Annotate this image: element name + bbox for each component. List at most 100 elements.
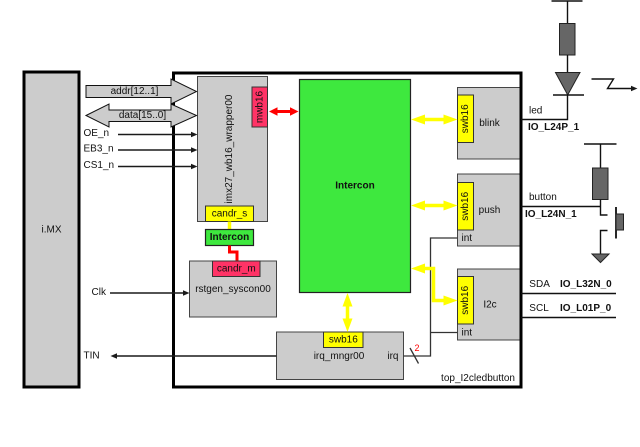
top-level-frame [172,71,523,389]
blink-link-right-arrowhead [443,114,458,125]
i2c-swb16-port [457,276,474,325]
rstgen-syscon-block: candr_m rstgen_syscon00 [189,260,277,318]
push-button-icon [615,207,624,239]
i2c-int-port-label: int [462,327,473,338]
scl-pin-label: IO_L01P_0 [560,303,612,314]
wrapper-block: imx27_wb16_wrapper00 mwb16 candr_s [197,76,268,222]
eb3-n-signal: EB3_n [84,144,198,155]
i2c-swb16-port-label: swb16 [460,285,471,314]
blink-link-left-arrowhead [411,114,425,125]
tin-signal: TIN [84,351,277,362]
blink-slave-link [411,114,458,125]
candr-m-port [212,260,261,277]
sda-pin-label: IO_L32N_0 [560,279,612,290]
mwb16-link-right-arrowhead [290,107,299,116]
irq-manager-slave-link [342,293,353,332]
led-resistor-icon [559,23,576,56]
blink-swb16-port-label: swb16 [460,104,471,133]
clk-signal: Clk [92,287,190,298]
blink-label: blink [479,118,501,129]
rstgen-syscon-body [189,260,277,318]
candr-intercon-label: Intercon [210,232,249,243]
mwb16-intercon-link [269,107,299,116]
irq-port-label: irq [387,351,398,362]
push-int-port-label: int [462,233,473,244]
addr-bus-arrow: addr[12..1] [85,78,198,105]
irq-manager-link-bottom-arrowhead [342,318,353,332]
i2c-block: swb16 I2c int [457,268,521,341]
intercon-body [298,78,412,294]
clk-arrowhead [183,290,190,296]
push-slave-link [411,200,458,211]
i2c-link-left-arrowhead [411,263,425,274]
oe-n-signal: OE_n [84,128,198,139]
irq-bus-width-label: 2 [415,343,420,353]
light-emission-arrowhead [631,85,638,92]
button-upper-contact-wire [599,199,608,216]
data-bus-arrow-shape [84,103,198,128]
rstgen-syscon-label: rstgen_syscon00 [195,284,271,295]
light-emission-zigzag [591,78,632,90]
led-signal-label: led [529,106,542,117]
candr-intercon-block: Intercon [204,228,255,247]
led-circuit [551,0,638,97]
push-swb16-port-label: swb16 [460,191,471,220]
button-signal-label: button [529,192,557,203]
sda-output: SDA IO_L32N_0 [521,279,616,295]
push-label: push [479,205,501,216]
data-bus-arrow: data[15..0] [84,103,198,128]
tin-label: TIN [84,351,100,362]
i2c-link-shaft [424,266,445,303]
candr-s-port-label: candr_s [212,208,248,219]
imx-processor-label: i.MX [42,225,62,236]
push-swb16-port [457,182,474,231]
mwb16-port-label: mwb16 [255,90,266,123]
oe-n-arrowhead [191,131,198,138]
i2c-link-right-arrowhead [443,295,458,306]
bus-width-slash-icon [409,347,420,364]
imx-processor: i.MX [22,70,81,389]
eb3-n-label: EB3_n [84,144,114,155]
blink-swb16-port [457,94,474,143]
intercon-label: Intercon [335,181,374,192]
button-pullup-resistor-icon [592,167,609,200]
addr-bus-label: addr[12..1] [111,86,159,97]
scl-output: SCL IO_L01P_0 [521,303,616,319]
data-bus-label: data[15..0] [119,110,166,121]
push-link-left-arrowhead [411,200,425,211]
light-emission-icon [591,78,638,92]
i2c-label: I2c [483,300,496,311]
mwb16-port [251,86,268,128]
push-link-right-arrowhead [443,200,458,211]
led-wire [521,95,569,121]
tin-arrowhead [110,353,117,359]
irq-manager-swb16-port-label: swb16 [329,334,358,345]
button-input: button IO_L24N_1 [521,192,601,220]
ground-icon [590,253,611,264]
interrupt-wiring: 2 [403,237,458,364]
push-block: swb16 push int [457,173,521,247]
irq-manager-label: irq_mngr00 [314,351,365,362]
cs1-n-label: CS1_n [84,160,115,171]
clk-label: Clk [92,287,107,298]
mwb16-link-left-arrowhead [269,107,278,116]
sda-signal-label: SDA [529,279,550,290]
led-diode-triangle [554,72,581,97]
button-pin-label: IO_L24N_1 [525,209,577,220]
button-circuit [584,143,624,264]
scl-signal-label: SCL [529,303,549,314]
candr-m-port-label: candr_m [217,263,256,274]
wrapper-block-label: imx27_wb16_wrapper00 [224,94,235,203]
imx-processor-body [22,70,81,389]
oe-n-label: OE_n [84,128,110,139]
led-pin-label: IO_L24P_1 [528,122,580,133]
eb3-n-arrowhead [191,147,198,153]
irq-manager-link-top-arrowhead [342,293,353,307]
button-lower-contact-wire [599,229,608,254]
led-diode-icon [553,72,584,97]
cs1-n-arrowhead [191,163,198,170]
irq-manager-block: swb16 irq_mngr00 irq [276,331,404,380]
candr-m-link [228,245,239,261]
irq-to-push-int-wire [403,237,458,357]
